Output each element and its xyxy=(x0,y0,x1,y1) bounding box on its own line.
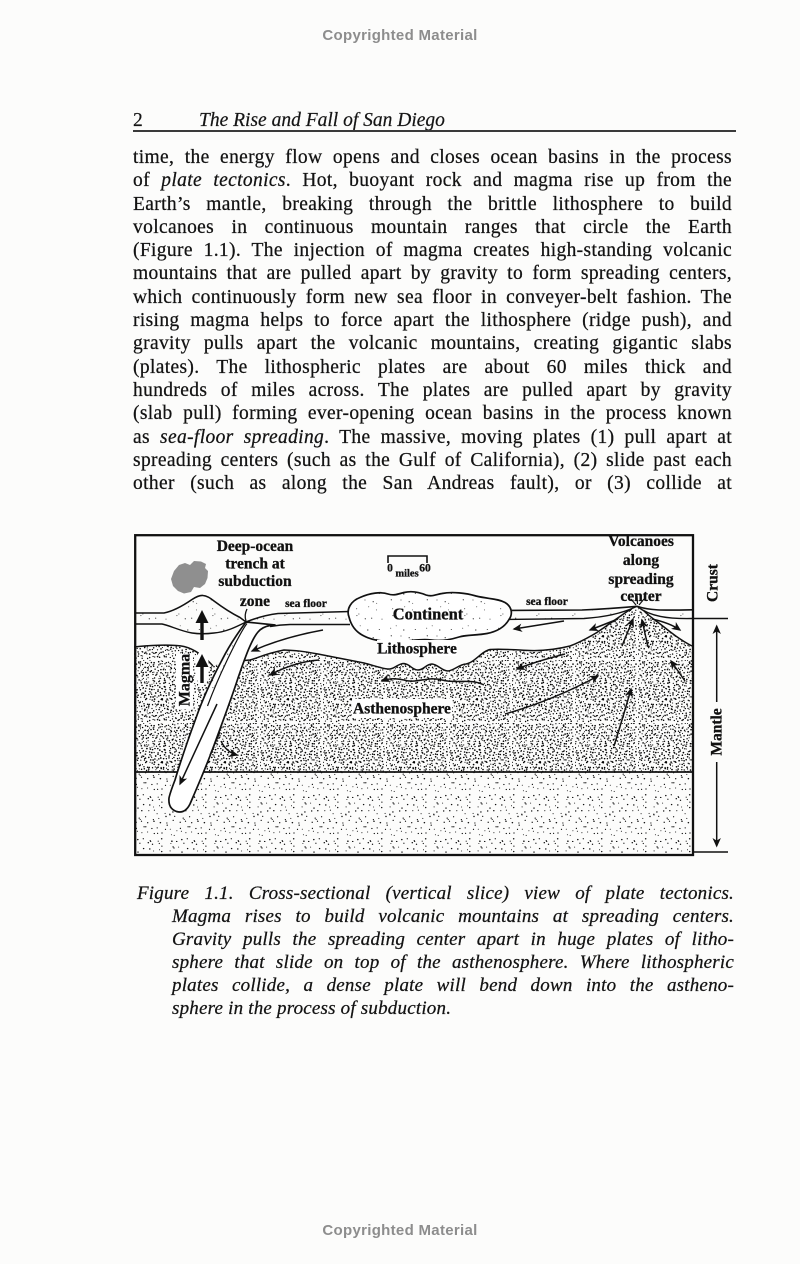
svg-text:0: 0 xyxy=(387,563,393,575)
svg-text:Lithosphere: Lithosphere xyxy=(377,641,457,658)
svg-text:zone: zone xyxy=(240,593,270,610)
svg-text:60: 60 xyxy=(419,563,431,575)
svg-text:subduction: subduction xyxy=(218,573,292,590)
svg-text:Crust: Crust xyxy=(705,563,722,602)
svg-text:Mantle: Mantle xyxy=(709,708,726,755)
svg-text:Deep-ocean: Deep-ocean xyxy=(217,538,294,555)
svg-text:spreading: spreading xyxy=(608,571,673,588)
svg-text:center: center xyxy=(620,588,661,605)
svg-text:along: along xyxy=(623,552,659,569)
svg-text:Volcanoes: Volcanoes xyxy=(608,534,674,550)
svg-text:miles: miles xyxy=(395,569,418,580)
svg-text:trench at: trench at xyxy=(225,556,285,573)
svg-text:Continent: Continent xyxy=(393,605,464,624)
svg-text:Asthenosphere: Asthenosphere xyxy=(353,701,451,718)
svg-text:Magma: Magma xyxy=(177,654,194,706)
svg-text:sea floor: sea floor xyxy=(285,598,327,610)
svg-text:sea floor: sea floor xyxy=(526,596,568,608)
